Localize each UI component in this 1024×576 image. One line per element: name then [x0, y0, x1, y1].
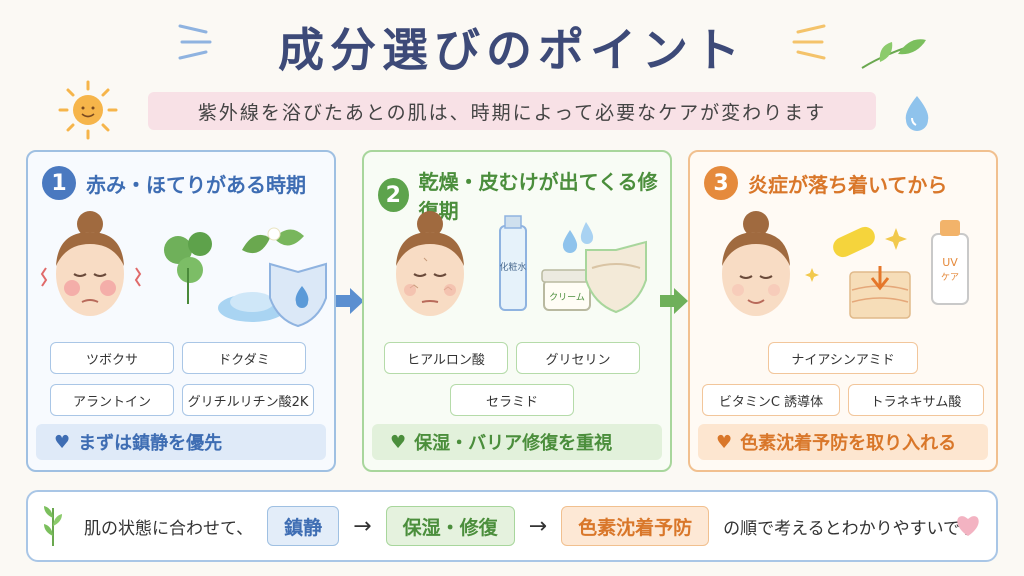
step-number: 3: [704, 166, 738, 200]
sparkle-lines-icon: [178, 24, 212, 60]
face-calm-illustration: UV ケア: [722, 211, 969, 319]
step-number: 1: [42, 166, 76, 200]
ingredient-tag: グリセリン: [516, 342, 640, 374]
heart-icon: ♥: [54, 431, 71, 453]
arrow-right-icon: →: [353, 513, 372, 539]
step-number: 2: [378, 178, 409, 212]
face-dryness-illustration: 化粧水 クリーム: [396, 211, 647, 316]
water-drop-icon: [905, 96, 929, 131]
page-title: 成分選びのポイント: [278, 23, 746, 77]
summary-bar: 肌の状態に合わせて、 鎮静 → 保湿・修復 → 色素沈着予防 の順で考えるとわか…: [26, 490, 998, 562]
footer-text: 色素沈着予防を取り入れる: [740, 433, 957, 454]
arrow-right-icon: [660, 288, 688, 314]
heart-icon: ♥: [716, 431, 733, 453]
ingredient-tag: ツボクサ: [50, 342, 174, 374]
arrow-right-icon: [336, 288, 364, 314]
heart-icon: ♥: [390, 431, 407, 453]
face-redness-illustration: [40, 211, 327, 328]
summary-lead: 肌の状態に合わせて、: [84, 518, 254, 539]
jar-label: クリーム: [549, 292, 585, 303]
panel-header: 1 赤み・ほてりがある時期: [42, 166, 306, 200]
summary-step-chip: 鎮静: [267, 506, 340, 546]
panel-title: 赤み・ほてりがある時期: [86, 172, 306, 197]
panel-header: 3 炎症が落ち着いてから: [704, 166, 947, 200]
sparkle-lines-icon: [792, 24, 826, 60]
summary-step-chip: 保湿・修復: [385, 506, 515, 546]
uv-bottle-sublabel: ケア: [941, 272, 959, 283]
ingredient-tag: ビタミンC 誘導体: [702, 384, 840, 416]
panel-footer: ♥ 色素沈着予防を取り入れる: [698, 424, 988, 460]
subtitle: 紫外線を浴びたあとの肌は、時期によって必要なケアが変わります: [148, 92, 876, 130]
ingredient-tag: ヒアルロン酸: [384, 342, 508, 374]
heart-icon: [957, 516, 979, 536]
arrow-right-icon: →: [528, 513, 548, 539]
ingredient-tag: トラネキサム酸: [848, 384, 984, 416]
uv-bottle-label: UV: [942, 256, 958, 269]
panel-header: 2 乾燥・皮むけが出てくる修復期: [378, 166, 670, 224]
ingredient-tag: ドクダミ: [182, 342, 306, 374]
summary-tail: の順で考えるとわかりやすいです: [723, 518, 978, 539]
ingredient-tag: アラントイン: [50, 384, 174, 416]
footer-text: まずは鎮静を優先: [78, 433, 223, 454]
ingredient-tag: セラミド: [450, 384, 574, 416]
panel-footer: ♥ まずは鎮静を優先: [36, 424, 326, 460]
sun-icon: [58, 80, 118, 140]
panel-title: 炎症が落ち着いてから: [748, 172, 948, 197]
summary-step-chip: 色素沈着予防: [561, 506, 710, 546]
panel-footer: ♥ 保湿・バリア修復を重視: [372, 424, 662, 460]
leaf-icon: [44, 506, 62, 546]
ingredient-tag: ナイアシンアミド: [768, 342, 918, 374]
panel-step-3: 3 炎症が落ち着いてから UV ケア ナイアシンアミド ビタミンC 誘導体 トラ…: [688, 150, 998, 472]
bottle-label: 化粧水: [499, 261, 526, 273]
footer-text: 保湿・バリア修復を重視: [414, 433, 613, 454]
panel-step-2: 2 乾燥・皮むけが出てくる修復期 化粧水 クリーム ヒアルロン酸 グリセリン セ…: [362, 150, 672, 472]
ingredient-tag: グリチルリチン酸2K: [182, 384, 314, 416]
leaf-icon: [861, 39, 926, 69]
panel-step-1: 1 赤み・ほてりがある時期 ツボクサ ドクダミ アラントイン グリチルリチン酸2…: [26, 150, 336, 472]
